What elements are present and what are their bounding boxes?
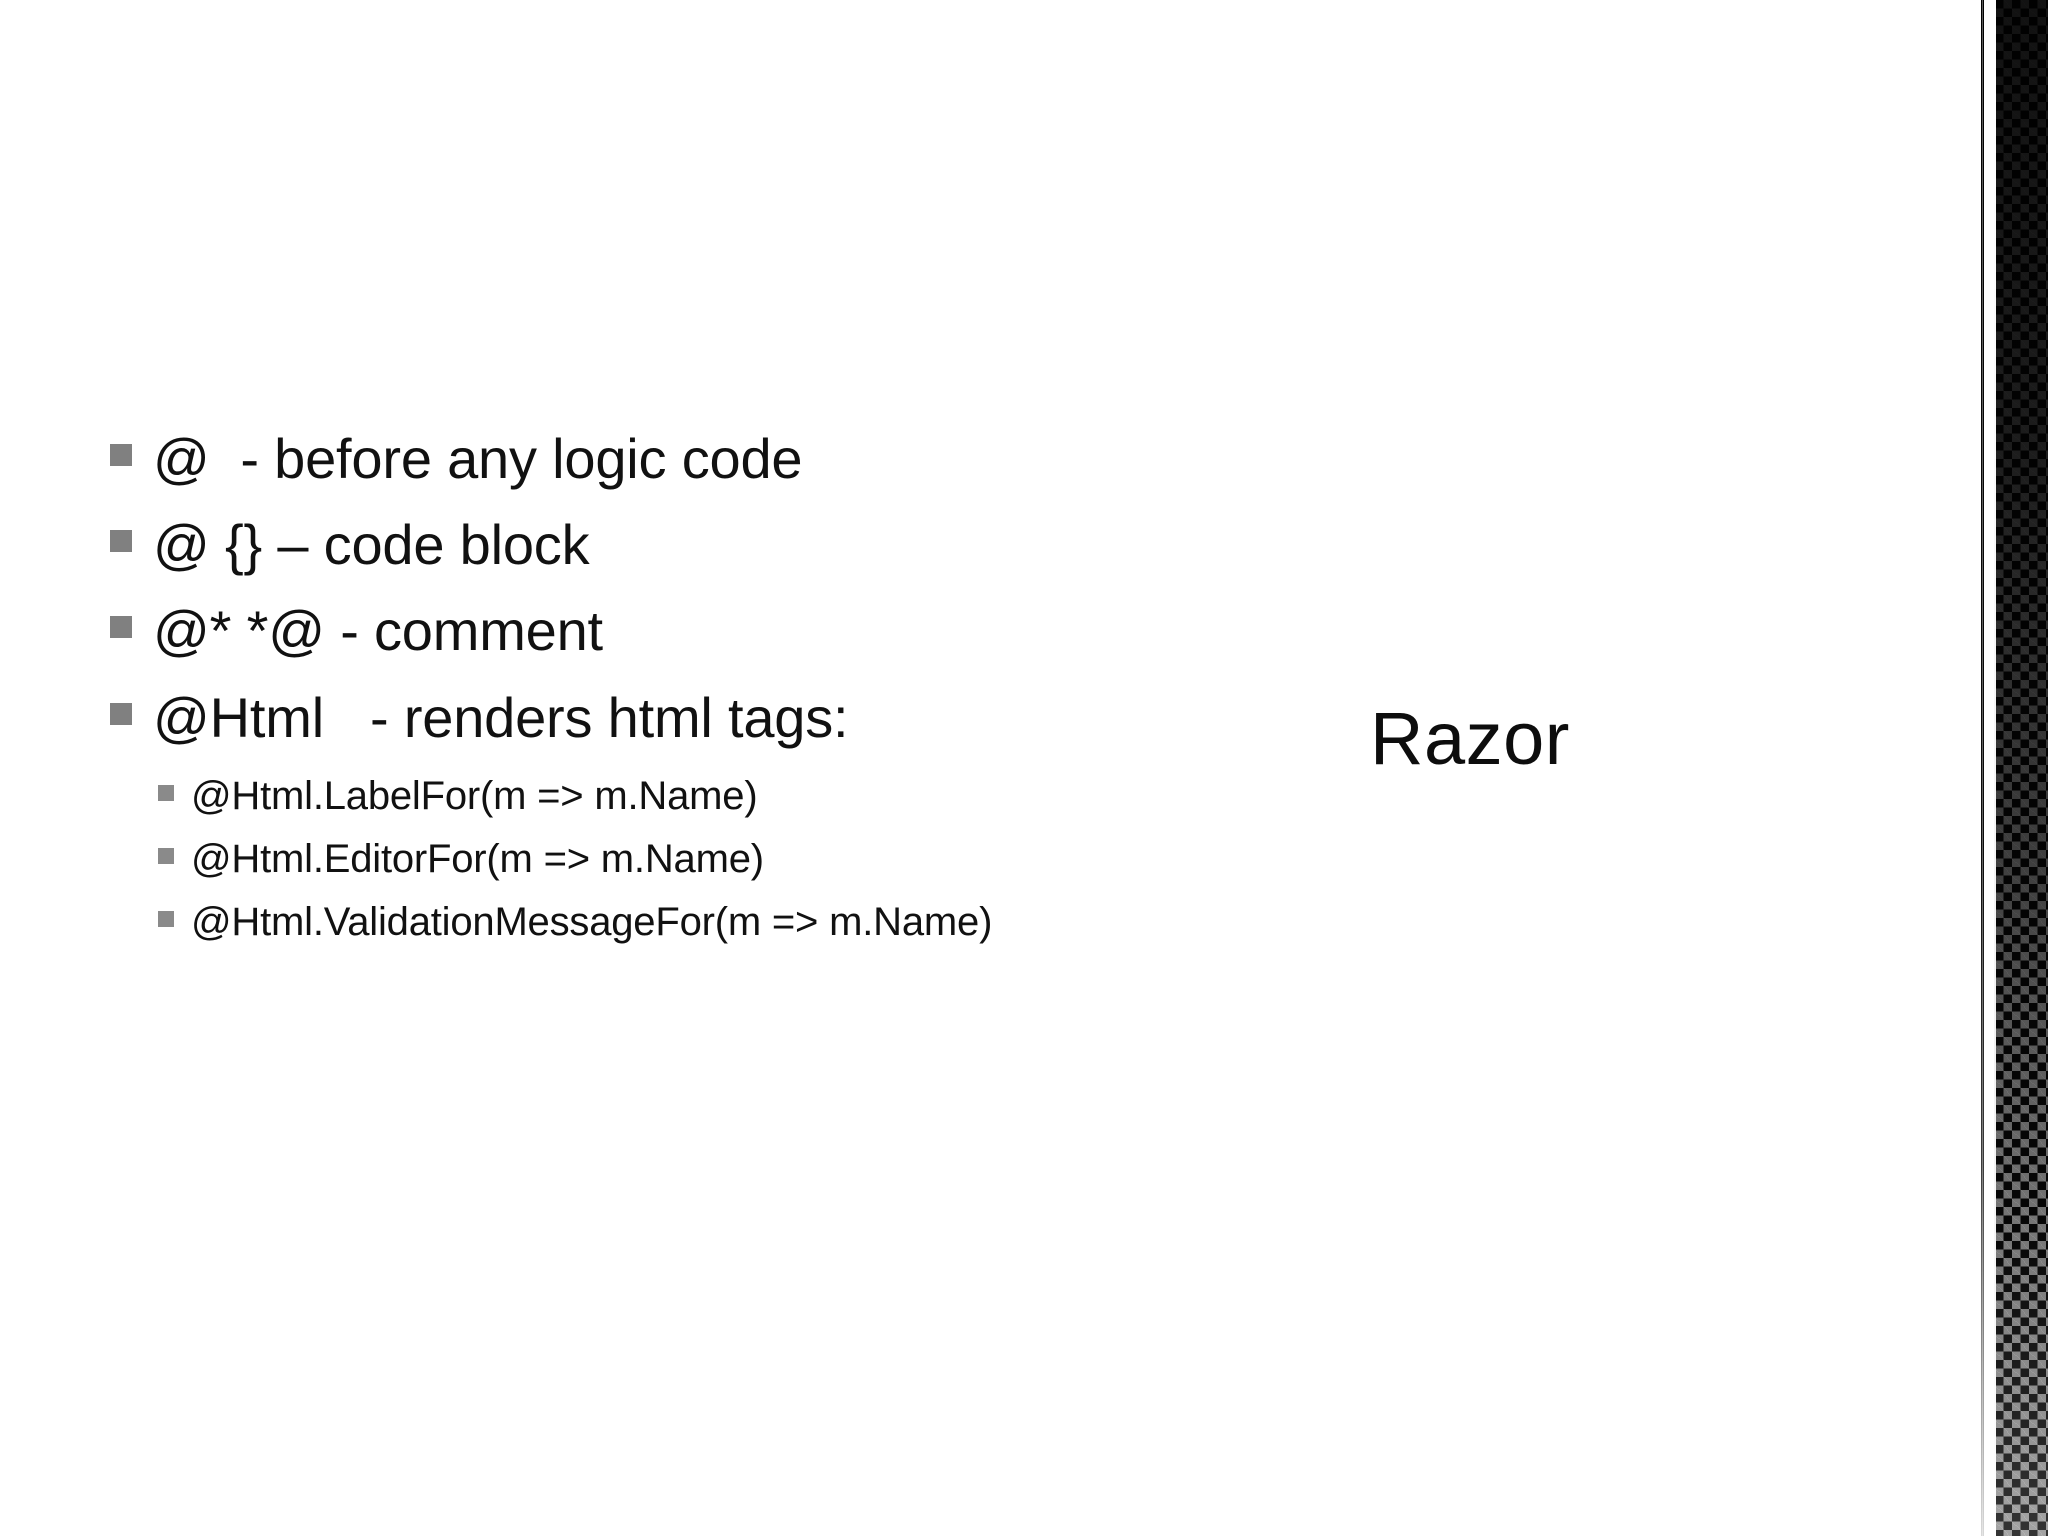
bullet-item: @Html - renders html tags: (110, 685, 1510, 749)
bullet-item: @* *@ - comment (110, 602, 1510, 660)
sub-bullet-square-icon (158, 847, 174, 864)
sub-bullet-text: @Html.EditorFor(m => m.Name) (191, 836, 764, 881)
sub-bullet-text: @Html.ValidationMessageFor(m => m.Name) (191, 899, 993, 944)
bullet-item: @ {} – code block (110, 513, 1510, 577)
bullet-square-icon (110, 530, 132, 553)
slide-title: Razor (1370, 697, 1570, 780)
sub-bullet-square-icon (158, 910, 174, 927)
bullet-item: @ - before any logic code (110, 427, 1510, 490)
bullet-square-icon (110, 702, 132, 725)
bullet-text: @ {} – code block (153, 513, 590, 577)
bullet-text: @Html - renders html tags: (153, 685, 849, 749)
slide-body-content: @ - before any logic code @ {} – code bl… (110, 427, 1510, 964)
bullet-text: @* *@ - comment (153, 599, 603, 663)
slide-edge-highlight (1994, 0, 1996, 1536)
sub-bullet-list: @Html.LabelFor(m => m.Name) @Html.Editor… (158, 775, 1510, 943)
bullet-text: @ - before any logic code (153, 427, 803, 490)
sub-bullet-item: @Html.LabelFor(m => m.Name) (158, 775, 1510, 817)
bullet-square-icon (110, 616, 132, 639)
slide-edge-rule (1981, 0, 1984, 1536)
sub-bullet-item: @Html.ValidationMessageFor(m => m.Name) (158, 901, 1510, 943)
sub-bullet-text: @Html.LabelFor(m => m.Name) (191, 773, 758, 818)
slide-edge-texture-band (1995, 0, 2048, 1536)
sub-bullet-item: @Html.EditorFor(m => m.Name) (158, 838, 1510, 880)
sub-bullet-square-icon (158, 784, 174, 801)
bullet-square-icon (110, 444, 132, 466)
